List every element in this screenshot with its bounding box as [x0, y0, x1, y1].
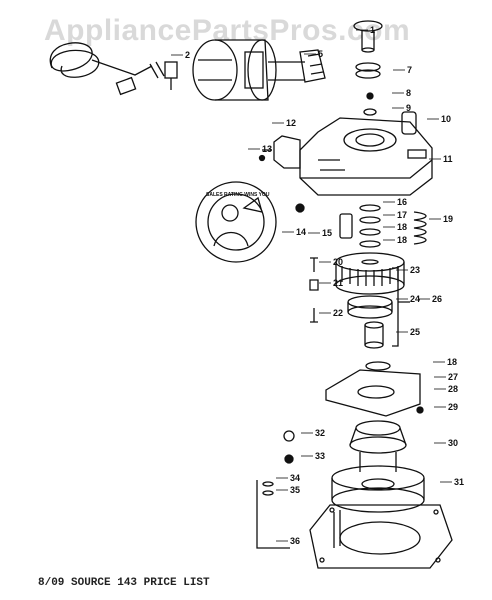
- callout-5: 5: [318, 49, 323, 59]
- callout-32: 32: [315, 428, 325, 438]
- callout-19: 19: [443, 214, 453, 224]
- callout-14: 14: [296, 227, 306, 237]
- callout-17: 17: [397, 210, 407, 220]
- callout-23: 23: [410, 265, 420, 275]
- callout-36: 36: [290, 536, 300, 546]
- gear: [335, 252, 405, 295]
- callout-13: 13: [262, 144, 272, 154]
- footer-note: 8/09 SOURCE 143 PRICE LIST: [38, 577, 210, 589]
- seal-text: SALES RATING WINS YOU: [206, 192, 270, 198]
- motor: [192, 39, 326, 101]
- coupling-stack: [353, 20, 417, 135]
- callout-18: 18: [447, 357, 457, 367]
- callout-28: 28: [448, 384, 458, 394]
- callout-31: 31: [454, 477, 464, 487]
- fasteners-left: [295, 203, 353, 323]
- callout-25: 25: [410, 327, 420, 337]
- base-plate: [309, 504, 453, 569]
- callout-1: 1: [370, 25, 375, 35]
- callout-22: 22: [333, 308, 343, 318]
- callout-21: 21: [333, 278, 343, 288]
- callout-27: 27: [448, 372, 458, 382]
- watermark-logo: AppliancePartsPros.com: [44, 14, 411, 47]
- gasket-plate: [325, 361, 424, 417]
- callout-12: 12: [286, 118, 296, 128]
- bowl-housing: [331, 420, 425, 513]
- callout-16: 16: [397, 197, 407, 207]
- switch-bracket: [258, 135, 301, 169]
- callout-2: 2: [185, 50, 190, 60]
- callout-24: 24: [410, 294, 420, 304]
- callout-15: 15: [322, 228, 332, 238]
- motor-housing: [299, 117, 433, 196]
- callout-35: 35: [290, 485, 300, 495]
- seal-badge: [195, 181, 277, 263]
- callout-33: 33: [315, 451, 325, 461]
- callout-20: 20: [333, 257, 343, 267]
- callout-18: 18: [397, 235, 407, 245]
- callout-30: 30: [448, 438, 458, 448]
- power-cord: [49, 42, 178, 96]
- callout-11: 11: [443, 154, 453, 164]
- callout-34: 34: [290, 473, 300, 483]
- callout-29: 29: [448, 402, 458, 412]
- callout-26: 26: [432, 294, 442, 304]
- callout-18: 18: [397, 222, 407, 232]
- fasteners-lower: [256, 430, 295, 549]
- callout-8: 8: [406, 88, 411, 98]
- washer-stack: [359, 204, 427, 248]
- ring-and-sleeve: [347, 267, 410, 349]
- callout-7: 7: [407, 65, 412, 75]
- callout-10: 10: [441, 114, 451, 124]
- callout-9: 9: [406, 103, 411, 113]
